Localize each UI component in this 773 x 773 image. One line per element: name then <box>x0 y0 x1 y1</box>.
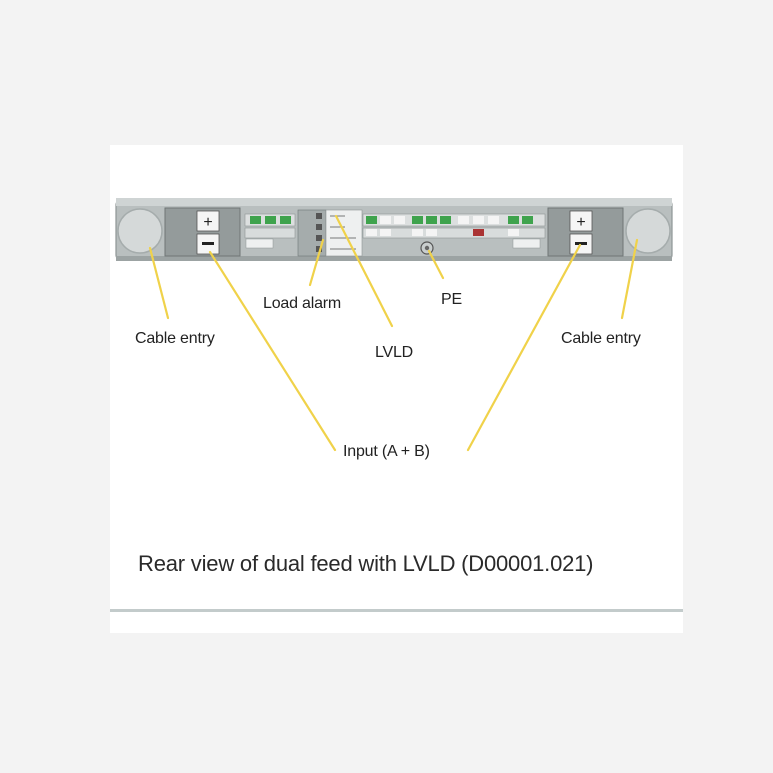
right-module-strip <box>362 213 546 249</box>
leader-input-left <box>208 250 337 452</box>
input-a-plus-sign: + <box>203 214 212 231</box>
label-cable-entry-right: Cable entry <box>561 330 641 347</box>
leader-cable-entry-left <box>148 246 170 320</box>
input-b-plus-terminal <box>569 210 593 232</box>
leader-lvld <box>334 214 394 328</box>
leader-load-alarm <box>308 238 325 287</box>
feed-b-tag <box>512 238 541 249</box>
figure-caption: Rear view of dual feed with LVLD (D00001… <box>138 551 594 576</box>
label-load-alarm: Load alarm <box>263 295 342 312</box>
feed-a-tag <box>245 238 274 249</box>
leader-input-right <box>466 243 582 452</box>
leader-cable-entry-right <box>620 238 639 320</box>
label-pe: PE <box>441 291 462 308</box>
leader-pe <box>427 249 445 280</box>
lvld-control-block <box>297 209 363 257</box>
cable-entry-right-port <box>625 208 671 254</box>
label-input: Input (A + B) <box>343 443 430 460</box>
input-b-plus-sign: + <box>576 214 585 231</box>
label-lvld: LVLD <box>375 344 414 361</box>
cable-entry-left-port <box>117 208 163 254</box>
input-a-minus-sign <box>202 242 214 245</box>
chassis-bottom-shadow <box>116 256 672 261</box>
label-cable-entry-left: Cable entry <box>135 330 215 347</box>
figure-divider <box>110 609 683 612</box>
left-module-strip <box>244 213 296 249</box>
input-a-plus-terminal <box>196 210 220 232</box>
input-b-minus-sign <box>575 242 587 245</box>
chassis-top-lip <box>116 198 672 206</box>
